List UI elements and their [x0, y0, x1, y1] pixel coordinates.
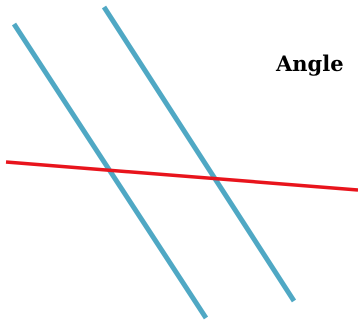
- parallel-line-right: [101, 5, 297, 303]
- diagram-title: Angle: [275, 51, 344, 76]
- transversal-line: [5, 160, 358, 192]
